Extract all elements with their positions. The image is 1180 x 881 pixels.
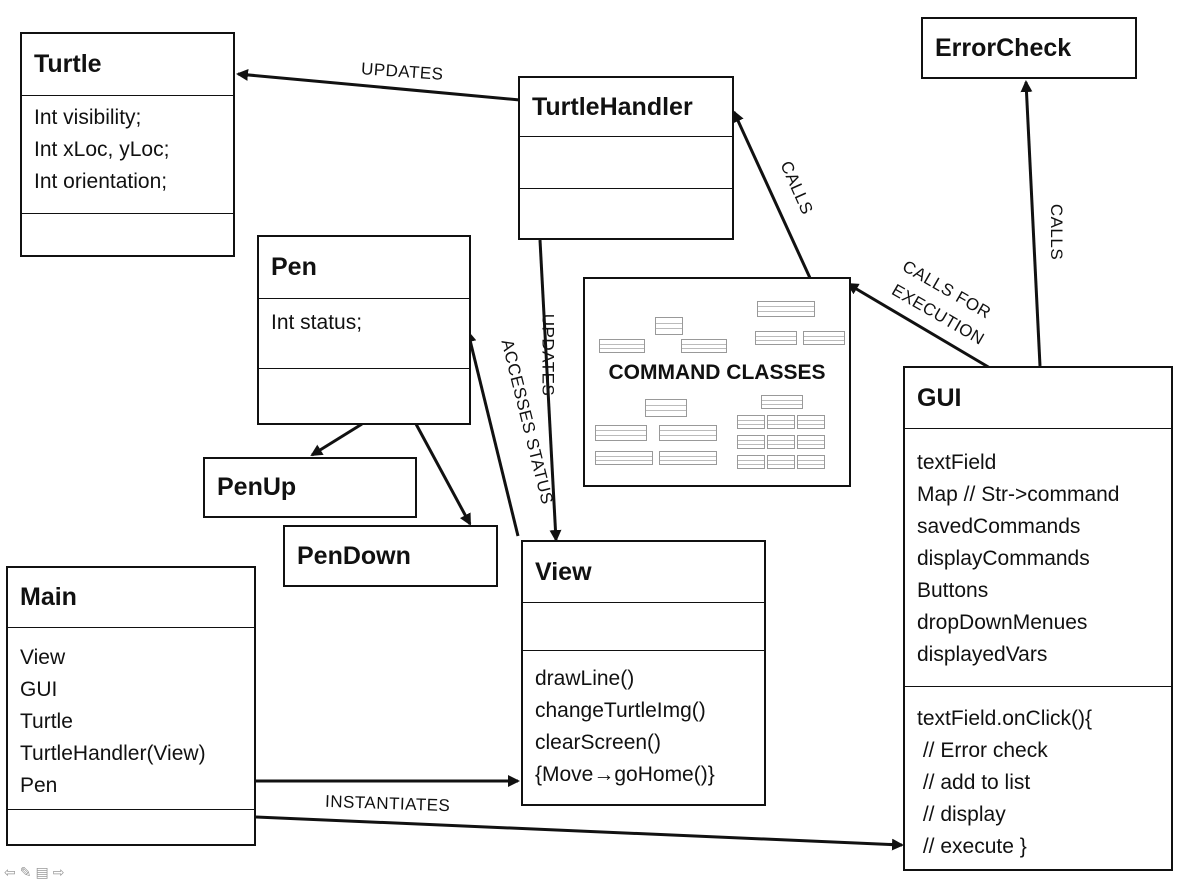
- mini-class-box: [599, 339, 645, 353]
- class-attributes: textField Map // Str->command savedComma…: [905, 428, 1171, 686]
- attribute: Int orientation;: [34, 170, 168, 193]
- mini-class-box: [757, 301, 815, 317]
- attribute: View: [20, 646, 66, 669]
- attribute: Pen: [20, 774, 58, 797]
- command-classes-label: COMMAND CLASSES: [608, 361, 826, 384]
- label-calls-errorcheck: CALLS: [1047, 203, 1067, 261]
- attribute: textField: [917, 451, 997, 474]
- method: clearScreen(): [535, 731, 662, 754]
- attribute: savedCommands: [917, 515, 1081, 538]
- method: // display: [917, 803, 1006, 826]
- class-attributes: Int visibility; Int xLoc, yLoc; Int orie…: [22, 95, 233, 213]
- method: // add to list: [917, 771, 1031, 794]
- method: {Move→goHome()}: [535, 763, 715, 786]
- mini-class-box: [755, 331, 797, 345]
- class-methods: textField.onClick(){ // Error check // a…: [905, 686, 1171, 869]
- class-title: Turtle: [34, 50, 102, 78]
- mini-class-box: [737, 415, 765, 429]
- method: changeTurtleImg(): [535, 699, 706, 722]
- attribute: displayCommands: [917, 547, 1090, 570]
- arrow-gui-to-errorcheck: [1020, 80, 1042, 367]
- class-methods: drawLine() changeTurtleImg() clearScreen…: [523, 650, 764, 804]
- attribute: TurtleHandler(View): [20, 742, 206, 765]
- class-gui: GUI textField Map // Str->command savedC…: [903, 366, 1173, 871]
- class-methods: [259, 368, 469, 423]
- mini-class-box: [655, 317, 683, 335]
- mini-class-box: [645, 399, 687, 417]
- label-updates-view: UPDATES: [538, 313, 558, 397]
- mini-class-box: [797, 415, 825, 429]
- attribute: Int visibility;: [34, 106, 142, 129]
- class-title: GUI: [917, 383, 962, 412]
- arrow-handler-to-view: [538, 239, 562, 542]
- mini-class-box: [797, 455, 825, 469]
- mini-class-box: [761, 395, 803, 409]
- attribute: displayedVars: [917, 643, 1048, 666]
- class-title: PenUp: [217, 473, 297, 501]
- class-methods: [22, 213, 233, 255]
- mini-class-box: [659, 425, 717, 441]
- class-title: Main: [20, 583, 77, 611]
- method: // execute }: [917, 835, 1027, 858]
- class-view: View drawLine() changeTurtleImg() clearS…: [521, 540, 766, 806]
- class-pen: Pen Int status;: [257, 235, 471, 425]
- attribute: Int status;: [271, 311, 363, 334]
- attribute: GUI: [20, 678, 58, 701]
- arrow-handler-to-turtle: [236, 68, 521, 102]
- arrow-main-to-gui: [255, 815, 904, 851]
- method: drawLine(): [535, 667, 635, 690]
- mini-class-box: [767, 455, 795, 469]
- class-title: PenDown: [297, 541, 411, 570]
- class-attributes: View GUI Turtle TurtleHandler(View) Pen: [8, 627, 254, 809]
- class-title: View: [535, 557, 592, 586]
- class-attributes: [523, 602, 764, 650]
- mini-class-box: [659, 451, 717, 465]
- mini-class-box: [737, 455, 765, 469]
- attribute: Int xLoc, yLoc;: [34, 138, 170, 161]
- class-attributes: Int status;: [259, 298, 469, 368]
- pencil-icon[interactable]: ✎: [19, 864, 36, 880]
- mini-class-box: [737, 435, 765, 449]
- arrow-gui-to-commands: [846, 282, 991, 370]
- mini-class-box: [767, 435, 795, 449]
- menu-icon[interactable]: ▤: [35, 864, 53, 880]
- mini-class-box: [681, 339, 727, 353]
- mini-class-box: [595, 425, 647, 441]
- class-main: Main View GUI Turtle TurtleHandler(View)…: [6, 566, 256, 846]
- method: textField.onClick(){: [917, 707, 1093, 730]
- slide-nav-icons[interactable]: ⇦✎▤⇨: [4, 864, 68, 881]
- class-title: Pen: [271, 253, 317, 281]
- class-pen-up: PenUp: [203, 457, 417, 518]
- class-title: ErrorCheck: [935, 33, 1072, 62]
- mini-class-box: [797, 435, 825, 449]
- arrow-pen-to-penup: [310, 422, 363, 457]
- class-turtle: Turtle Int visibility; Int xLoc, yLoc; I…: [20, 32, 235, 257]
- attribute: dropDownMenues: [917, 611, 1088, 634]
- class-title: TurtleHandler: [532, 92, 693, 121]
- arrow-pen-to-pendown: [414, 423, 472, 526]
- command-classes-thumbnail: COMMAND CLASSES: [583, 277, 851, 487]
- arrow-commands-to-handler: [732, 110, 812, 279]
- class-attributes: [520, 136, 732, 188]
- mini-class-box: [803, 331, 845, 345]
- prev-arrow-icon[interactable]: ⇦: [4, 864, 20, 880]
- class-methods: [520, 188, 732, 238]
- attribute: Map // Str->command: [917, 483, 1120, 506]
- attribute: Buttons: [917, 579, 989, 602]
- attribute: Turtle: [20, 710, 73, 733]
- class-error-check: ErrorCheck: [921, 17, 1137, 79]
- mini-class-box: [767, 415, 795, 429]
- method: // Error check: [917, 739, 1048, 762]
- class-pen-down: PenDown: [283, 525, 498, 587]
- arrow-view-to-pen: [464, 330, 520, 537]
- next-arrow-icon[interactable]: ⇨: [52, 864, 69, 880]
- class-turtle-handler: TurtleHandler: [518, 76, 734, 240]
- class-methods: [8, 809, 254, 844]
- mini-class-box: [595, 451, 653, 465]
